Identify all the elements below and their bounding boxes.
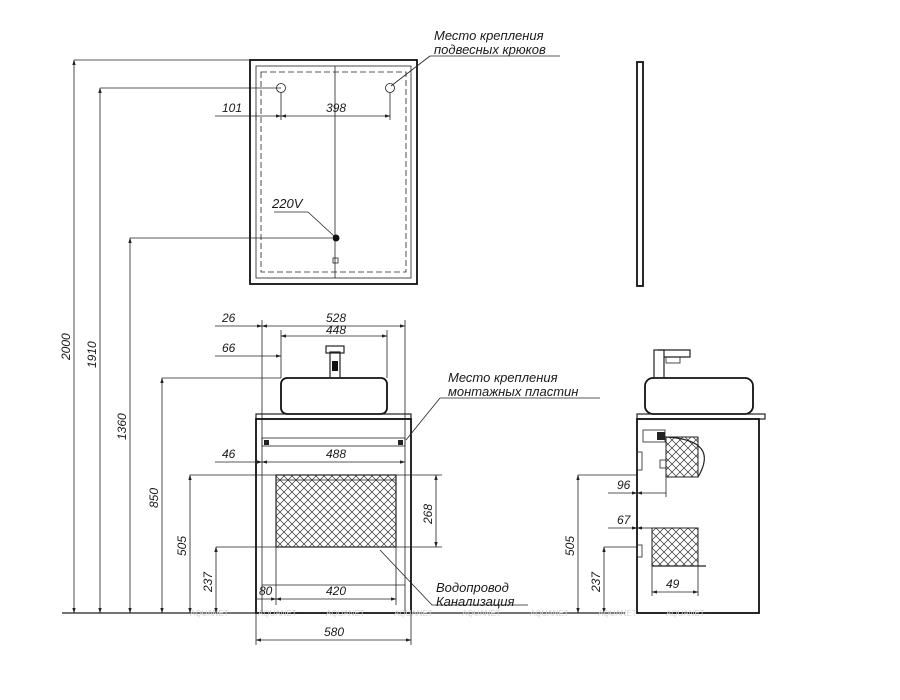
watermark-1: AQUANET <box>190 609 229 618</box>
mirror-front-view <box>249 59 418 285</box>
watermark-4: AQUANET <box>394 609 433 618</box>
callout-plates: Место крепления монтажных пластин <box>405 370 600 441</box>
callout-pipes: Водопровод Канализация <box>379 549 528 609</box>
dim-528: 528 <box>326 311 346 325</box>
note-hooks-line2: подвесных крюков <box>434 42 546 57</box>
dim-1360: 1360 <box>115 413 129 440</box>
dim-420: 420 <box>326 584 346 598</box>
dim-398: 398 <box>326 101 346 115</box>
watermark-6: AQUANET <box>530 609 569 618</box>
vanity-front-view <box>255 345 412 614</box>
callout-power: 220V <box>271 196 335 237</box>
side-dim-67: 67 <box>617 513 632 527</box>
dim-101: 101 <box>222 101 242 115</box>
dim-26: 26 <box>221 311 236 325</box>
note-220v: 220V <box>271 196 304 211</box>
note-pipes-line1: Водопровод <box>436 580 509 595</box>
watermark-8: AQUANET <box>666 609 705 618</box>
side-dim-96: 96 <box>617 478 631 492</box>
dim-580: 580 <box>324 625 344 639</box>
basin <box>280 377 388 415</box>
note-plates-line2: монтажных пластин <box>448 384 578 399</box>
vertical-height-dims: 2000 1910 1360 850 505 237 <box>59 59 625 614</box>
watermark-row: AQUANET AQUANET AQUANET AQUANET AQUANET … <box>190 609 705 618</box>
note-pipes-line2: Канализация <box>436 594 514 609</box>
watermark-5: AQUANET <box>462 609 501 618</box>
side-dim-49: 49 <box>666 577 680 591</box>
basket-height-dim: 268 <box>396 474 442 548</box>
power-point <box>332 234 340 242</box>
dim-488: 488 <box>326 447 346 461</box>
vanity-bottom-dims: 80 420 580 <box>255 547 412 645</box>
dim-237: 237 <box>201 571 215 593</box>
watermark-2: AQUANET <box>258 609 297 618</box>
mirror-side-view <box>636 61 644 287</box>
vanity-mid-dims: 46 488 <box>215 447 406 464</box>
dim-1910: 1910 <box>85 341 99 368</box>
dim-80: 80 <box>259 584 273 598</box>
note-hooks-line1: Место крепления <box>434 28 544 43</box>
callout-hooks: Место крепления подвесных крюков <box>390 28 560 87</box>
side-dim-237: 237 <box>589 571 603 593</box>
vanity-side-view <box>636 349 766 614</box>
side-dim-505: 505 <box>563 536 577 556</box>
dim-448: 448 <box>326 323 346 337</box>
dim-46: 46 <box>222 447 236 461</box>
dim-850: 850 <box>147 488 161 508</box>
dim-2000: 2000 <box>59 333 73 361</box>
side-dims: 96 67 49 505 237 <box>563 474 699 614</box>
switch-icon <box>332 257 339 264</box>
faucet <box>329 351 341 379</box>
dim-268: 268 <box>421 504 435 525</box>
side-faucet <box>653 349 665 379</box>
note-plates-line1: Место крепления <box>448 370 558 385</box>
watermark-3: AQUANET <box>326 609 365 618</box>
watermark-7: AQUANET <box>598 609 637 618</box>
dim-66: 66 <box>222 341 236 355</box>
vanity-top-dims: 26 528 448 66 <box>215 311 406 419</box>
side-basin <box>644 377 754 415</box>
dim-505: 505 <box>175 536 189 556</box>
mirror-hook-dims: 101 398 <box>215 92 391 120</box>
